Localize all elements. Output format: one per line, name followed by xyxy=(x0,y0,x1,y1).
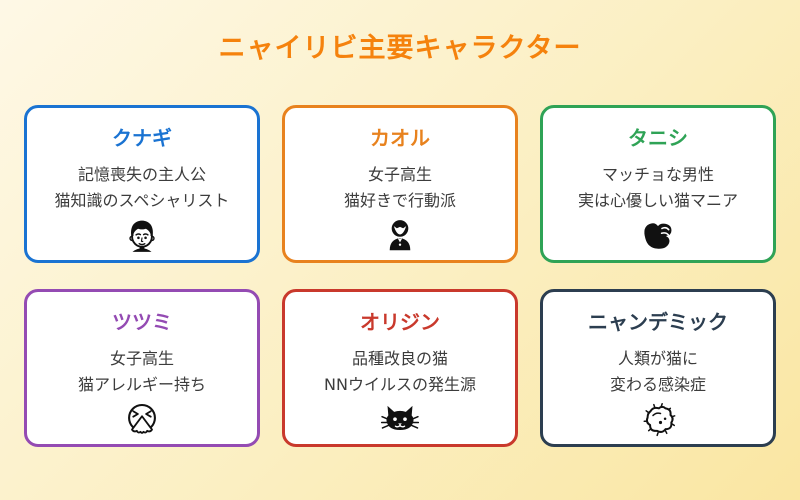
schoolgirl-icon xyxy=(381,216,419,256)
character-desc-line: 猫知識のスペシャリスト xyxy=(54,191,230,210)
microbe-icon xyxy=(638,400,678,440)
character-desc-line: マッチョな男性 xyxy=(601,165,714,184)
character-card-origin: オリジン 品種改良の猫 NNウイルスの発生源 xyxy=(282,289,518,447)
character-name: ニャンデミック xyxy=(588,310,728,334)
character-name: ツツミ xyxy=(112,310,172,334)
character-card-nyandemic: ニャンデミック 人類が猫に 変わる感染症 xyxy=(540,289,776,447)
character-desc-line: 品種改良の猫 xyxy=(351,349,448,368)
cat-face-icon xyxy=(380,400,420,440)
character-desc-line: 変わる感染症 xyxy=(609,375,706,394)
page-title: ニャイリビ主要キャラクター xyxy=(218,33,582,64)
character-name: クナギ xyxy=(112,126,172,150)
man-face-icon xyxy=(123,216,161,256)
character-desc-line: 女子高生 xyxy=(109,349,174,368)
character-card-tsutsumi: ツツミ 女子高生 猫アレルギー持ち xyxy=(24,289,260,447)
character-card-tanishi: タニシ マッチョな男性 実は心優しい猫マニア xyxy=(540,105,776,263)
character-name: オリジン xyxy=(360,310,440,334)
character-desc-line: 人類が猫に xyxy=(617,349,698,368)
character-card-kaoru: カオル 女子高生 猫好きで行動派 xyxy=(282,105,518,263)
character-card-kunagi: クナギ 記憶喪失の主人公 猫知識のスペシャリスト xyxy=(24,105,260,263)
character-desc-line: 猫アレルギー持ち xyxy=(77,375,206,394)
character-desc-line: 記憶喪失の主人公 xyxy=(77,165,206,184)
character-desc-line: 猫好きで行動派 xyxy=(343,191,456,210)
sneezing-face-icon xyxy=(122,400,162,440)
character-desc-line: 女子高生 xyxy=(367,165,432,184)
character-desc-line: 実は心優しい猫マニア xyxy=(577,191,738,210)
character-name: タニシ xyxy=(628,126,688,150)
character-name: カオル xyxy=(370,126,430,150)
character-desc-line: NNウイルスの発生源 xyxy=(324,375,476,394)
flexed-biceps-icon xyxy=(639,216,677,256)
character-cards-grid: クナギ 記憶喪失の主人公 猫知識のスペシャリスト カオル 女子高生 猫好きで行動… xyxy=(0,105,800,447)
